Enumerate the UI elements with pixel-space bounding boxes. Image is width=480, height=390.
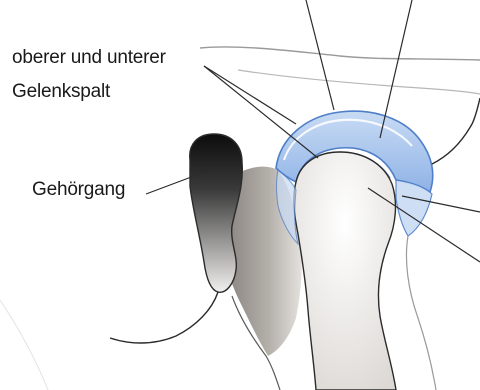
ear-canal <box>190 134 243 292</box>
mandible-outline <box>110 292 218 343</box>
paper-texture <box>0 300 48 390</box>
skull-base-outline-lower <box>238 70 480 94</box>
label-joint-gap-line2: Gelenkspalt <box>12 80 110 104</box>
articular-eminence-outline <box>432 98 480 164</box>
leader-line-top-right <box>380 0 412 138</box>
condyle <box>294 152 396 390</box>
skull-base-outline <box>200 47 480 60</box>
label-ear-canal: Gehörgang <box>32 178 125 202</box>
coronoid-outline <box>406 236 436 390</box>
label-joint-gap-line1: oberer und unterer <box>12 46 166 70</box>
leader-line-upper-gap <box>204 66 296 124</box>
